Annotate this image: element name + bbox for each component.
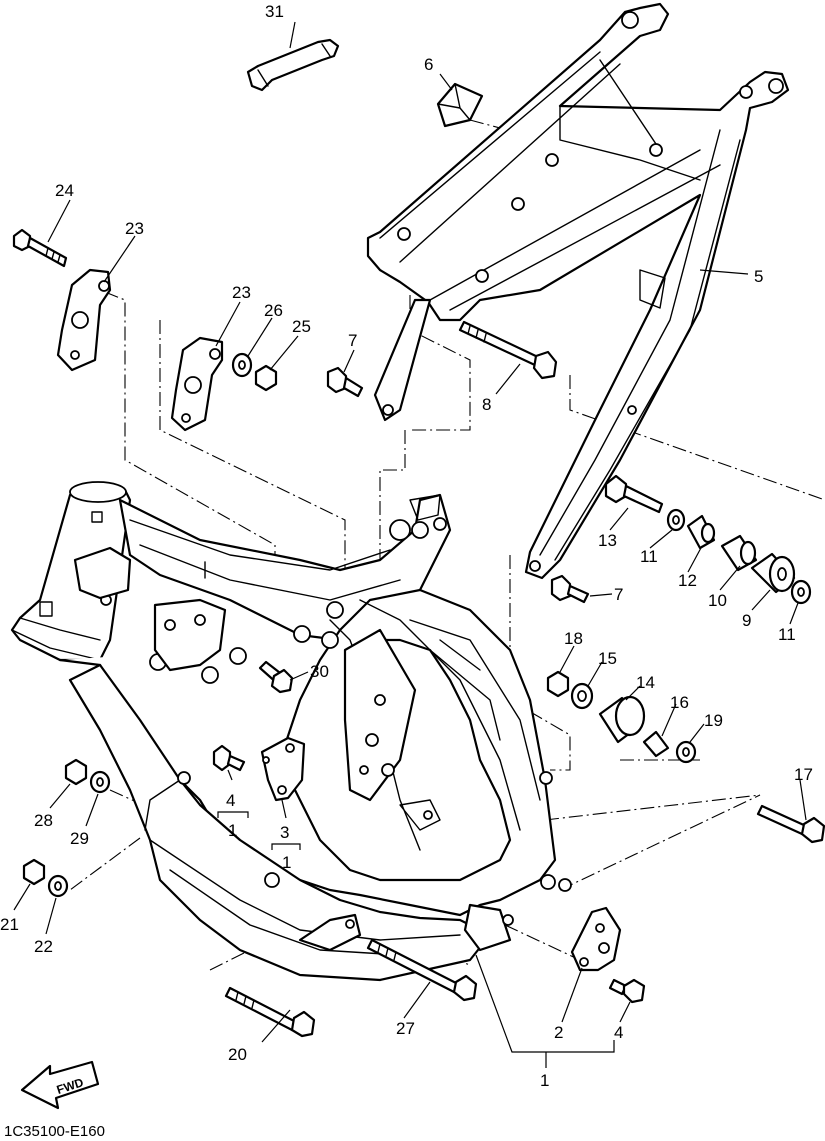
fwd-arrow: FWD xyxy=(20,1060,100,1110)
callout-30: 30 xyxy=(310,662,329,681)
callout-12: 12 xyxy=(678,571,697,590)
part-29-washer-hole xyxy=(96,777,104,787)
part-7-bolt-lower xyxy=(550,574,590,604)
callout-9: 9 xyxy=(742,611,751,630)
part-13-bolt xyxy=(604,474,664,514)
callout-21: 21 xyxy=(0,915,19,934)
part-7-bolt-upper xyxy=(326,366,364,398)
callout-4-left: 4 xyxy=(226,791,235,810)
part-27-bolt xyxy=(366,938,478,1002)
callout-16: 16 xyxy=(670,693,689,712)
callout-3: 3 xyxy=(280,823,289,842)
part-28-nut xyxy=(64,758,88,786)
callout-14: 14 xyxy=(636,673,655,692)
part-3-plate xyxy=(260,736,306,802)
callout-28: 28 xyxy=(34,811,53,830)
callout-19: 19 xyxy=(704,711,723,730)
leader-lines xyxy=(13,21,807,1068)
callout-25: 25 xyxy=(292,317,311,336)
callout-1-bottom: 1 xyxy=(540,1071,549,1090)
callout-27: 27 xyxy=(396,1019,415,1038)
callout-5: 5 xyxy=(754,267,763,286)
callout-1-mid: 1 xyxy=(282,853,291,872)
callout-17: 17 xyxy=(794,765,813,784)
part-11-washer-b-hole xyxy=(797,587,805,597)
part-20-bolt xyxy=(224,986,316,1038)
main-frame xyxy=(10,481,572,982)
part-10-collar xyxy=(720,534,758,572)
callout-1-left: 1 xyxy=(228,821,237,840)
part-6-damper-block xyxy=(436,82,484,128)
callout-2: 2 xyxy=(554,1023,563,1042)
callout-11-b: 11 xyxy=(778,625,796,644)
part-18-nut xyxy=(546,670,570,698)
callout-10: 10 xyxy=(708,591,727,610)
callout-20: 20 xyxy=(228,1045,247,1064)
part-31-chain-guide xyxy=(246,38,340,92)
callout-11-a: 11 xyxy=(640,547,658,566)
part-4-bolt-left xyxy=(212,744,246,772)
callout-13: 13 xyxy=(598,531,617,550)
callout-24: 24 xyxy=(55,181,74,200)
callout-6: 6 xyxy=(424,55,433,74)
part-26-washer-hole xyxy=(238,360,246,370)
part-23-left-bracket xyxy=(56,268,112,372)
callout-7-lower: 7 xyxy=(614,585,623,604)
part-17-bolt xyxy=(756,804,825,844)
part-12-collar xyxy=(686,514,716,550)
callout-26: 26 xyxy=(264,301,283,320)
part-22-washer-hole xyxy=(54,881,62,891)
part-19-washer-hole xyxy=(682,747,690,757)
part-14-bushing xyxy=(598,695,646,744)
callout-7-upper: 7 xyxy=(348,331,357,350)
part-2-plate xyxy=(570,906,622,972)
callout-15: 15 xyxy=(598,649,617,668)
part-30-bolt xyxy=(258,660,294,694)
callout-23-left: 23 xyxy=(125,219,144,238)
part-11-washer-a-hole xyxy=(672,515,680,525)
callout-31: 31 xyxy=(265,2,284,21)
callout-29: 29 xyxy=(70,829,89,848)
callout-18: 18 xyxy=(564,629,583,648)
callout-labels: 31 6 5 24 23 23 26 25 7 8 13 11 12 10 9 … xyxy=(0,2,813,1090)
part-25-nut xyxy=(254,364,278,392)
part-5-rear-frame xyxy=(366,2,790,580)
diagram-code: 1C35100-E160 xyxy=(4,1123,105,1140)
callout-4-right: 4 xyxy=(614,1023,623,1042)
part-24-bolt xyxy=(12,228,68,268)
callout-8: 8 xyxy=(482,395,491,414)
part-16-collar xyxy=(642,730,670,758)
part-9-bushing xyxy=(750,552,796,594)
part-4-bolt-right xyxy=(608,978,646,1004)
part-23-right-bracket xyxy=(170,336,224,432)
part-21-nut xyxy=(22,858,46,886)
callout-23-right: 23 xyxy=(232,283,251,302)
part-8-bolt xyxy=(458,320,558,380)
part-15-collar xyxy=(570,682,594,710)
callout-22: 22 xyxy=(34,937,53,956)
